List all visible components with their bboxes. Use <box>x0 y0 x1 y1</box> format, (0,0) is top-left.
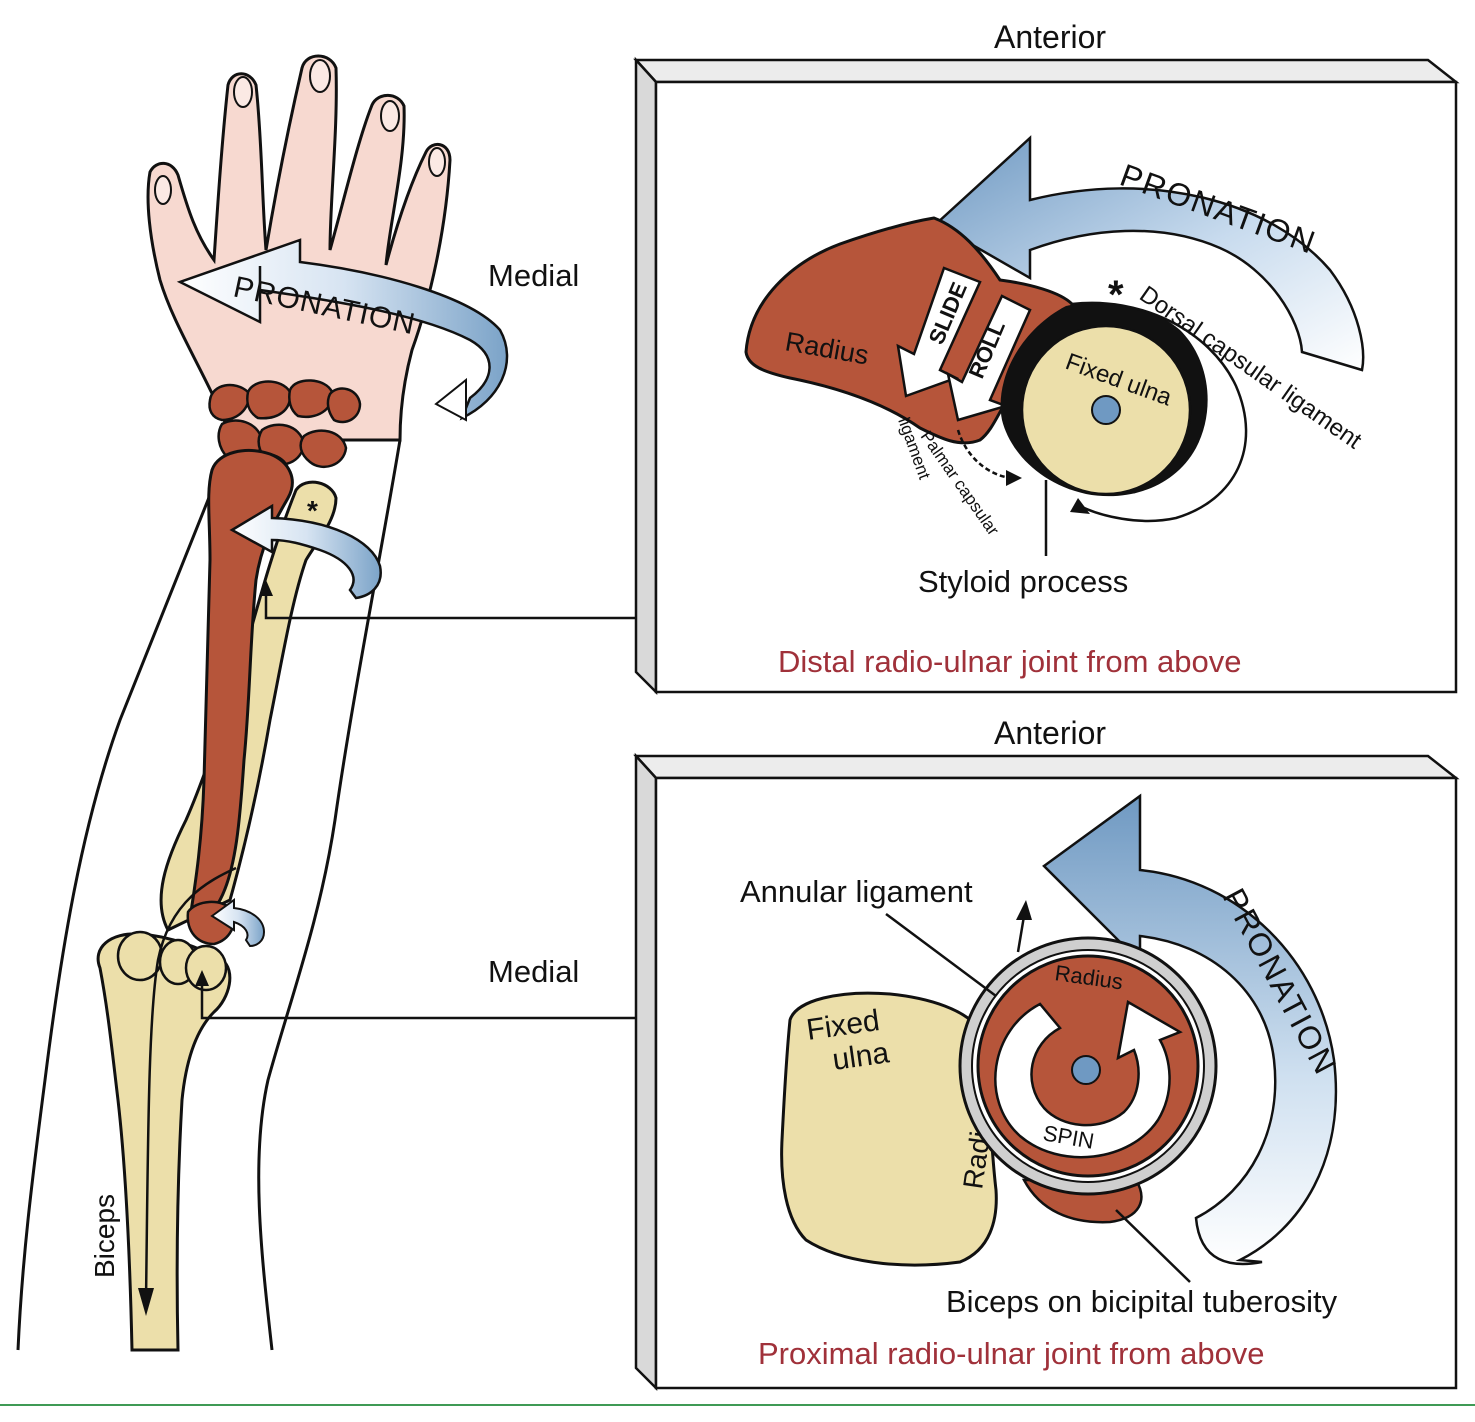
proximal-caption: Proximal radio-ulnar joint from above <box>758 1336 1265 1371</box>
radius-bone <box>188 449 294 921</box>
elbow-rotation-arrow <box>210 898 266 948</box>
elbow-condyles <box>116 930 228 992</box>
proximal-pronation-arrow <box>1042 793 1338 1266</box>
medial-label-bottom: Medial <box>488 954 579 989</box>
distal-anterior-label: Anterior <box>994 19 1106 55</box>
nail <box>233 76 253 108</box>
distal-panel-side <box>634 56 658 696</box>
arm-illustration: Biceps PRONATION * Medial Medial <box>16 54 636 1352</box>
palmar-ligament <box>956 429 1011 480</box>
styloid-label: Styloid process <box>918 564 1128 599</box>
slide-arrow <box>896 266 982 398</box>
biceps-arrow-head <box>138 1288 154 1316</box>
spin-arrow <box>994 1000 1183 1159</box>
distal-pronation-arrow <box>933 135 1365 372</box>
palmar-ligament-arrowhead <box>1006 470 1022 486</box>
roll-arrow <box>946 294 1032 422</box>
proximal-ulna-bone <box>780 991 998 1267</box>
wrist-asterisk: * <box>307 495 318 526</box>
proximal-fixed-ulna-label-2: ulna <box>830 1036 891 1077</box>
annular-arrowhead <box>1016 900 1032 920</box>
distal-panel-top <box>633 58 1460 84</box>
leader-proximal-arrowhead <box>195 970 209 986</box>
proximal-panel-side <box>634 752 658 1392</box>
leader-distal-arrowhead <box>259 580 273 596</box>
humerus-bone <box>96 932 232 1352</box>
medial-label-top: Medial <box>488 258 579 293</box>
wrist-rotation-arrow <box>229 503 382 600</box>
bottom-rule <box>0 1404 1475 1406</box>
nail <box>309 59 331 93</box>
leader-proximal <box>200 980 636 1020</box>
distal-panel: Anterior PRONATION Radius SLIDE ROLL Fix… <box>633 19 1460 696</box>
distal-asterisk: * <box>1108 273 1124 317</box>
arm-outline <box>16 439 402 1351</box>
distal-caption: Distal radio-ulnar joint from above <box>778 644 1242 679</box>
dorsal-ligament <box>1071 301 1248 523</box>
annular-ligament-label: Annular ligament <box>740 874 973 909</box>
nail <box>154 175 172 205</box>
biceps-tuberosity-leader <box>1115 1209 1191 1283</box>
proximal-radius-center <box>1071 1055 1101 1085</box>
nail <box>428 147 446 177</box>
distal-panel-face <box>654 80 1458 694</box>
proximal-anterior-label: Anterior <box>994 715 1106 751</box>
annular-leader <box>885 912 997 998</box>
nail <box>380 100 400 132</box>
biceps-tuberosity-label: Biceps on bicipital tuberosity <box>946 1284 1338 1319</box>
biceps-tendon <box>144 866 237 1301</box>
proximal-panel-top <box>633 754 1460 780</box>
distal-ulna-center <box>1091 395 1121 425</box>
dorsal-ligament-arrowhead <box>1070 498 1090 514</box>
leader-distal <box>264 590 636 620</box>
biceps-label: Biceps <box>89 1194 120 1278</box>
annular-arrow-up <box>1016 915 1026 953</box>
proximal-panel: Anterior PRONATION Fixed ulna Radial not… <box>633 715 1460 1392</box>
